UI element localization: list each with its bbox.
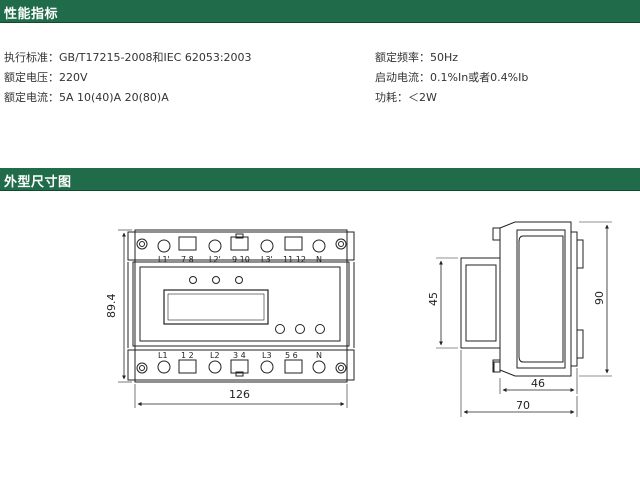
bottom-terminal-block bbox=[127, 349, 355, 381]
top-terminal-label: L3' bbox=[261, 255, 273, 264]
bottom-terminal-labels: L1 1 2 L2 3 4 L3 5 6 N bbox=[158, 351, 322, 360]
screw-bottom-left bbox=[136, 362, 148, 374]
dimensions-title: 外型尺寸图 bbox=[4, 175, 72, 190]
bottom-terminal-label: L1 bbox=[158, 351, 168, 360]
width-dimension-label: 126 bbox=[229, 388, 250, 401]
bottom-terminal-label: L2 bbox=[210, 351, 220, 360]
screw-bottom-right bbox=[335, 362, 347, 374]
spec-starting-current: 启动电流：0.1%In或者0.4%Ib bbox=[375, 71, 529, 84]
screw-top-right bbox=[335, 238, 347, 250]
spec-standard: 执行标准：GB/T17215-2008和IEC 62053:2003 bbox=[4, 51, 252, 64]
top-terminal-label: L2' bbox=[209, 255, 221, 264]
top-terminal-label: L1' bbox=[158, 255, 170, 264]
spec-rated-frequency: 额定频率：50Hz bbox=[375, 51, 459, 64]
front-panel-inner bbox=[139, 266, 341, 342]
performance-header: 性能指标 bbox=[0, 0, 640, 23]
side-view bbox=[436, 221, 612, 417]
front-panel bbox=[132, 261, 350, 347]
side-dim-45-label: 45 bbox=[427, 292, 440, 306]
top-terminal-label: 11 12 bbox=[283, 255, 306, 264]
performance-title: 性能指标 bbox=[4, 7, 59, 22]
bottom-terminal-label: N bbox=[316, 351, 322, 360]
top-terminal-label: 9 10 bbox=[232, 255, 250, 264]
front-view bbox=[118, 229, 355, 408]
top-terminal-block bbox=[127, 231, 355, 261]
dimensions-header: 外型尺寸图 bbox=[0, 168, 640, 191]
top-terminal-labels: L1' 7 8 L2' 9 10 L3' 11 12 N bbox=[158, 255, 322, 264]
side-dim-90-label: 90 bbox=[593, 291, 606, 305]
bottom-terminal-label: L3 bbox=[262, 351, 272, 360]
screw-top-left bbox=[136, 238, 148, 250]
spec-rated-voltage: 额定电压：220V bbox=[4, 71, 88, 84]
bottom-terminal-label: 5 6 bbox=[285, 351, 298, 360]
dimension-drawing: L1' 7 8 L2' 9 10 L3' 11 12 N L1 1 2 L2 3… bbox=[105, 221, 612, 417]
meter-outline bbox=[134, 229, 348, 383]
side-dim-46-label: 46 bbox=[531, 377, 545, 390]
height-dimension-label: 89.4 bbox=[105, 294, 118, 319]
side-dim-70-label: 70 bbox=[516, 399, 530, 412]
bottom-terminal-label: 3 4 bbox=[233, 351, 246, 360]
bottom-terminal-label: 1 2 bbox=[181, 351, 194, 360]
spec-power-consumption: 功耗：＜2W bbox=[375, 91, 437, 104]
top-terminal-label: N bbox=[316, 255, 322, 264]
spec-rated-current: 额定电流：5A 10(40)A 20(80)A bbox=[4, 91, 169, 104]
lcd-display bbox=[163, 289, 269, 325]
top-terminal-label: 7 8 bbox=[181, 255, 194, 264]
